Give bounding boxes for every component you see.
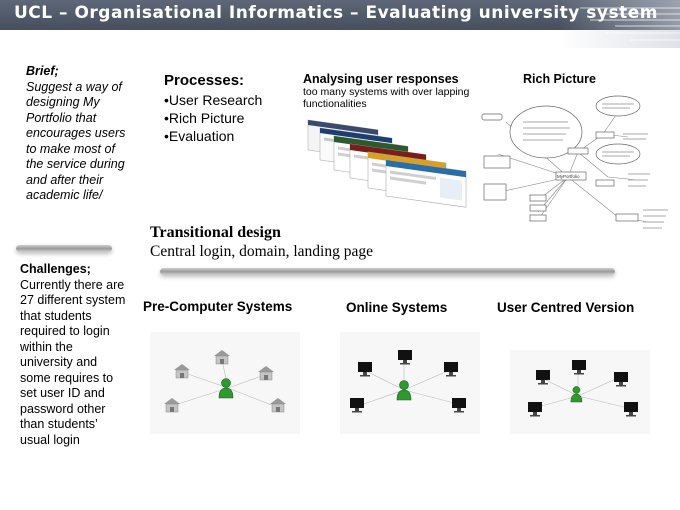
pre-computer-heading: Pre-Computer Systems [143,299,293,314]
online-heading: Online Systems [346,300,448,315]
processes-heading: Processes: [164,72,245,89]
process-item: •Evaluation [164,128,235,144]
transitional-design-block: Transitional design Central login, domai… [150,224,373,261]
pre-computer-diagram [150,332,300,434]
challenges-block: Challenges; Currently there are 27 diffe… [20,262,126,448]
screenshot-collage [307,119,467,208]
slide-title: UCL – Organisational Informatics – Evalu… [14,3,658,23]
center-divider [160,268,615,275]
user-centred-diagram [510,350,650,434]
processes-block: Processes: •User Research •Rich Picture … [164,72,262,145]
challenges-heading: Challenges; [20,262,91,276]
rich-picture-diagram: MyPortfolio [481,95,668,229]
process-item: •User Research [164,92,263,108]
brief-block: Brief; Suggest a way of designing My Por… [26,64,130,204]
brief-text: Suggest a way of designing My Portfolio … [26,79,126,203]
user-centred-heading: User Centred Version [497,300,635,315]
process-item: •Rich Picture [164,110,245,126]
screenshot-stack [307,119,467,208]
analysing-subtext: too many systems with over lapping funct… [303,86,470,110]
analysing-heading: Analysing user responses [303,72,459,86]
transitional-heading: Transitional design [150,224,281,241]
corner-stripes-decoration [580,7,680,41]
transitional-subtext: Central login, domain, landing page [150,243,373,260]
online-systems-diagram [340,332,480,434]
rich-picture-center-label: MyPortfolio [557,174,580,179]
challenges-text: Currently there are 27 different system … [20,277,126,447]
brief-heading: Brief; [26,64,59,78]
rich-picture-heading: Rich Picture [523,72,596,86]
left-divider [16,245,112,252]
analysing-block: Analysing user responses too many system… [303,72,483,110]
